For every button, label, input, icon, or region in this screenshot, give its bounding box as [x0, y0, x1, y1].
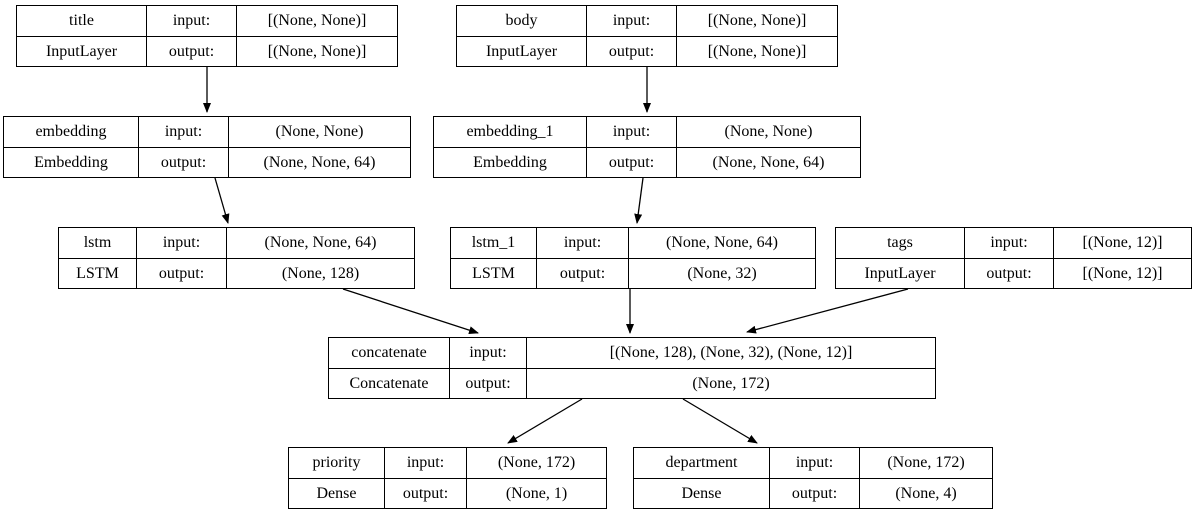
input-label: input:: [964, 228, 1053, 258]
node-title: title input: [(None, None)] InputLayer o…: [16, 5, 398, 67]
input-shape: [(None, 12)]: [1053, 228, 1191, 258]
output-label: output:: [536, 259, 628, 289]
output-label: output:: [138, 148, 228, 178]
output-label: output:: [136, 259, 226, 289]
layer-name: title: [69, 12, 94, 29]
edge-concatenate-department: [682, 398, 758, 444]
node-input-row: lstm input: (None, None, 64): [59, 228, 414, 258]
layer-name: lstm: [83, 234, 112, 251]
node-input-row: priority input: (None, 172): [289, 448, 606, 478]
input-shape: (None, None): [676, 117, 860, 147]
layer-name: department: [665, 454, 738, 471]
input-shape: (None, None): [228, 117, 410, 147]
input-label: input:: [536, 228, 628, 258]
input-label: input:: [769, 448, 859, 478]
node-output-row: LSTM output: (None, 32): [451, 258, 815, 289]
input-label: input:: [586, 6, 676, 36]
layer-type: Dense: [316, 485, 357, 502]
node-lstm_1: lstm_1 input: (None, None, 64) LSTM outp…: [450, 227, 816, 289]
node-tags: tags input: [(None, 12)] InputLayer outp…: [835, 227, 1192, 289]
node-department: department input: (None, 172) Dense outp…: [633, 447, 993, 509]
input-shape: (None, 172): [859, 448, 992, 478]
edge-embedding-lstm: [214, 177, 230, 224]
output-label: output:: [384, 479, 466, 509]
output-label: output:: [586, 148, 676, 178]
input-label: input:: [384, 448, 466, 478]
layer-type: InputLayer: [45, 43, 118, 60]
node-input-row: title input: [(None, None)]: [17, 6, 397, 36]
layer-type: Embedding: [34, 154, 108, 171]
input-label: input:: [146, 6, 236, 36]
layer-name: embedding: [35, 123, 107, 140]
node-input-row: body input: [(None, None)]: [457, 6, 837, 36]
layer-type: InputLayer: [864, 265, 936, 282]
output-shape: (None, None, 64): [676, 148, 860, 178]
output-shape: [(None, None)]: [236, 37, 397, 67]
node-output-row: InputLayer output: [(None, None)]: [457, 36, 837, 67]
output-shape: (None, 172): [526, 369, 935, 399]
layer-name: priority: [312, 454, 361, 471]
layer-name: tags: [887, 234, 913, 251]
output-shape: (None, 128): [226, 259, 414, 289]
layer-type: LSTM: [76, 265, 119, 282]
node-output-row: Dense output: (None, 4): [634, 478, 992, 509]
output-shape: (None, None, 64): [228, 148, 410, 178]
node-output-row: Embedding output: (None, None, 64): [4, 147, 410, 178]
layer-type: Concatenate: [349, 375, 429, 392]
input-label: input:: [586, 117, 676, 147]
input-shape: (None, 172): [466, 448, 606, 478]
output-shape: [(None, 12)]: [1053, 259, 1191, 289]
input-label: input:: [138, 117, 228, 147]
node-priority: priority input: (None, 172) Dense output…: [288, 447, 607, 509]
input-shape: (None, None, 64): [226, 228, 414, 258]
layer-type: Embedding: [473, 154, 547, 171]
node-output-row: Embedding output: (None, None, 64): [434, 147, 860, 178]
edge-tags-concatenate: [746, 288, 909, 334]
layer-name: body: [505, 12, 538, 29]
edge-concatenate-priority: [507, 398, 583, 444]
layer-type: InputLayer: [485, 43, 558, 60]
input-shape: [(None, None)]: [236, 6, 397, 36]
node-output-row: Dense output: (None, 1): [289, 478, 606, 509]
output-label: output:: [964, 259, 1053, 289]
layer-name: lstm_1: [471, 234, 516, 251]
output-label: output:: [586, 37, 676, 67]
node-embedding_1: embedding_1 input: (None, None) Embeddin…: [433, 116, 861, 178]
output-shape: (None, 32): [628, 259, 815, 289]
node-concatenate: concatenate input: [(None, 128), (None, …: [328, 337, 936, 399]
layer-name: concatenate: [351, 344, 427, 361]
node-output-row: Concatenate output: (None, 172): [329, 368, 935, 399]
output-shape: [(None, None)]: [676, 37, 837, 67]
input-label: input:: [136, 228, 226, 258]
output-label: output:: [769, 479, 859, 509]
node-embedding: embedding input: (None, None) Embedding …: [3, 116, 411, 178]
input-label: input:: [449, 338, 526, 368]
layer-name: embedding_1: [466, 123, 554, 140]
input-shape: [(None, 128), (None, 32), (None, 12)]: [526, 338, 935, 368]
output-shape: (None, 4): [859, 479, 992, 509]
input-shape: (None, None, 64): [628, 228, 815, 258]
node-input-row: concatenate input: [(None, 128), (None, …: [329, 338, 935, 368]
layer-type: Dense: [681, 485, 722, 502]
input-shape: [(None, None)]: [676, 6, 837, 36]
output-label: output:: [146, 37, 236, 67]
node-lstm: lstm input: (None, None, 64) LSTM output…: [58, 227, 415, 289]
node-body: body input: [(None, None)] InputLayer ou…: [456, 5, 838, 67]
layer-type: LSTM: [472, 265, 515, 282]
node-output-row: LSTM output: (None, 128): [59, 258, 414, 289]
edge-lstm-concatenate: [342, 288, 479, 335]
output-label: output:: [449, 369, 526, 399]
node-input-row: tags input: [(None, 12)]: [836, 228, 1191, 258]
node-input-row: embedding input: (None, None): [4, 117, 410, 147]
node-input-row: department input: (None, 172): [634, 448, 992, 478]
output-shape: (None, 1): [466, 479, 606, 509]
node-output-row: InputLayer output: [(None, None)]: [17, 36, 397, 67]
node-input-row: lstm_1 input: (None, None, 64): [451, 228, 815, 258]
node-output-row: InputLayer output: [(None, 12)]: [836, 258, 1191, 289]
node-input-row: embedding_1 input: (None, None): [434, 117, 860, 147]
edge-embedding_1-lstm_1: [634, 177, 644, 224]
